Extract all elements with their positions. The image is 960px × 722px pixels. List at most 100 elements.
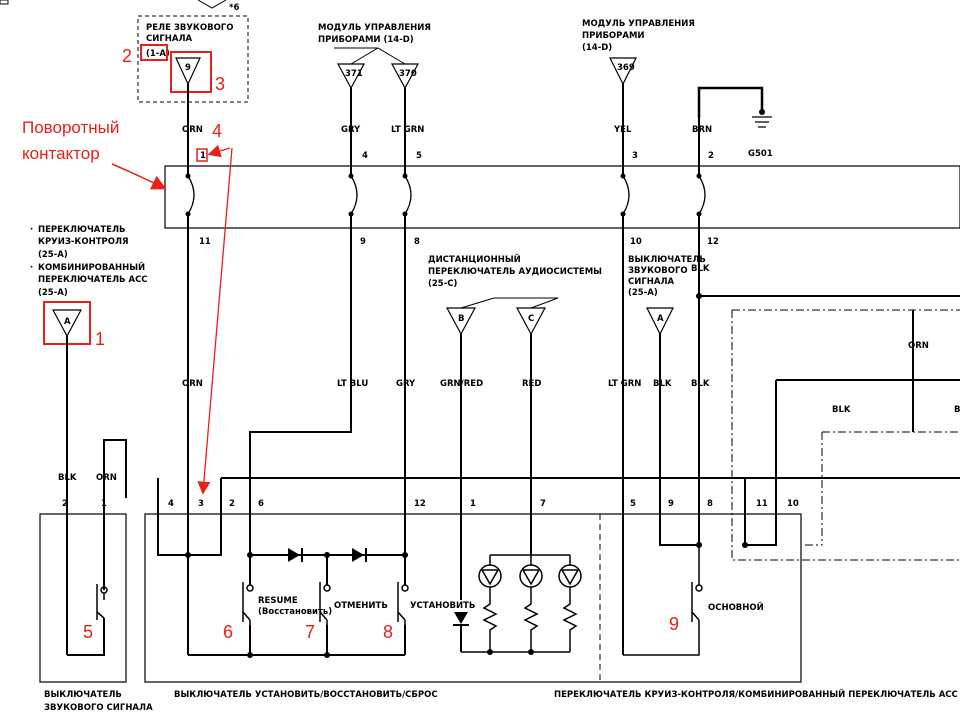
footer-horn-2: ЗВУКОВОГО СИГНАЛА: [44, 703, 153, 713]
clockspring-bottom-pin-9: 9: [360, 237, 366, 247]
annotation-5: 5: [83, 622, 93, 642]
diodes: [288, 548, 367, 562]
cruise-l5: ПЕРЕКЛЮЧАТЕЛЬ ACC: [38, 275, 148, 285]
wire-blk-left: BLK: [58, 473, 77, 483]
push-switches: [242, 545, 703, 656]
relay-pin-highlight: [170, 51, 212, 93]
horn-switch-box: [39, 513, 127, 683]
relay-ref: (1-A): [146, 49, 170, 59]
horn-relay: РЕЛЕ ЗВУКОВОГО СИГНАЛА (1-A) 9: [137, 15, 249, 103]
gauge1-title-2: ПРИБОРАМИ (14-D): [318, 35, 414, 45]
annotation-6: 6: [223, 622, 233, 642]
hornsw-l2: ЗВУКОВОГО: [628, 266, 688, 276]
clockspring-bottom-pin-11: 11: [199, 237, 211, 247]
clockspring: Поворотный контактор: [22, 118, 960, 229]
gauge2-pin-label: 369: [617, 63, 635, 73]
bpin-9: 9: [668, 499, 674, 509]
wire-ltblu-mid: LT BLU: [337, 379, 368, 389]
wire-ltgrn-mid: LT GRN: [608, 379, 641, 389]
bpin-2a: 2: [62, 499, 68, 509]
wire-orn-right: ORN: [908, 341, 929, 351]
bpin-12: 12: [414, 499, 426, 509]
relay-ref-highlight: [140, 44, 168, 61]
hornsw-pin: [646, 307, 674, 336]
wire-gry-top: GRY: [341, 125, 361, 135]
audio-pin-c-label: C: [528, 314, 534, 324]
bpin-7: 7: [540, 499, 546, 509]
gauge-module-1: МОДУЛЬ УПРАВЛЕНИЯ ПРИБОРАМИ (14-D) 371 3…: [318, 23, 431, 90]
bpin-1b: 1: [470, 499, 476, 509]
hornsw-blk: BLK: [691, 264, 710, 274]
wire-orn-mid: ORN: [182, 379, 203, 389]
wire-ltgrn-top: LT GRN: [391, 125, 424, 135]
bpin-4: 4: [168, 499, 174, 509]
cruise-l4: КОМБИНИРОВАННЫЙ: [38, 261, 145, 273]
pin1-highlight: [196, 148, 208, 162]
gauge-module-2: МОДУЛЬ УПРАВЛЕНИЯ ПРИБОРАМИ (14-D) 369: [582, 19, 695, 86]
clockspring-top-pin-3: 3: [632, 151, 638, 161]
wire-red-mid: RED: [522, 379, 541, 389]
clockspring-top-pin-4: 4: [362, 151, 368, 161]
wire-yel-top: YEL: [613, 125, 632, 135]
cruise-pin-label: A: [64, 317, 71, 327]
annotation-9: 9: [669, 614, 679, 634]
annotation-2: 2: [122, 46, 132, 66]
clockspring-top-pin-1: 1: [200, 151, 206, 161]
hornsw-l1: ВЫКЛЮЧАТЕЛЬ: [628, 255, 706, 265]
gauge2-title-1: МОДУЛЬ УПРАВЛЕНИЯ: [582, 19, 695, 29]
relay-title-2: СИГНАЛА: [146, 34, 193, 44]
audio-remote-switch: ДИСТАНЦИОННЫЙ ПЕРЕКЛЮЧАТЕЛЬ АУДИОСИСТЕМЫ…: [428, 253, 602, 336]
ground-g501: G501: [697, 86, 773, 159]
cruise-l3: (25-A): [38, 250, 68, 260]
switch-main: ОСНОВНОЙ: [708, 601, 764, 613]
relay-pin-triangle: [175, 57, 201, 86]
wire-blk2-mid: BLK: [691, 379, 710, 389]
wire-brn-top: BRN: [692, 125, 712, 135]
wire-gry-mid: GRY: [396, 379, 416, 389]
annotation-7: 7: [305, 622, 315, 642]
audio-l1: ДИСТАНЦИОННЫЙ: [428, 253, 521, 265]
annotation-4-arrow-a: [207, 144, 231, 158]
wire-blk-right: BLK: [832, 405, 851, 415]
gauge2-title-2: ПРИБОРАМИ: [582, 31, 645, 41]
gauge1-title-1: МОДУЛЬ УПРАВЛЕНИЯ: [318, 23, 431, 33]
footer-cruise: ПЕРЕКЛЮЧАТЕЛЬ КРУИЗ-КОНТРОЛЯ/КОМБИНИРОВА…: [554, 688, 958, 700]
gauge1-pin-a-label: 371: [345, 69, 363, 79]
clockspring-dots: [185, 173, 702, 217]
wire-b-right: B: [954, 405, 960, 415]
gauge1-pin-b-label: 370: [399, 69, 417, 79]
cruise-pin: [51, 309, 83, 338]
clockspring-bottom-pin-10: 10: [630, 237, 642, 247]
annotation-4-arrow-b: [197, 147, 233, 495]
svg-text:·: ·: [30, 263, 33, 273]
wire-blk1-mid: BLK: [653, 379, 672, 389]
bpin-2b: 2: [229, 499, 235, 509]
clockspring-humps: [187, 175, 706, 215]
bpin-10: 10: [787, 499, 799, 509]
wire-orn-left: ORN: [96, 473, 117, 483]
switch-cancel: ОТМЕНИТЬ: [334, 601, 388, 611]
clockspring-top-pin-5: 5: [416, 151, 422, 161]
annotation-8: 8: [383, 622, 393, 642]
bpin-1a: 1: [101, 499, 107, 509]
dash-dot-lines: [731, 309, 960, 561]
hornsw-l3: СИГНАЛА: [628, 277, 675, 287]
cruise-l1: ПЕРЕКЛЮЧАТЕЛЬ: [38, 225, 126, 235]
audio-pin-b-label: B: [458, 314, 464, 324]
bpin-5: 5: [630, 499, 636, 509]
cruise-l6: (25-A): [38, 288, 68, 298]
hornsw-l4: (25-A): [628, 288, 658, 298]
footer-setres: ВЫКЛЮЧАТЕЛЬ УСТАНОВИТЬ/ВОССТАНОВИТЬ/СБРО…: [174, 690, 438, 700]
relay-pin: 9: [185, 63, 191, 73]
footer-horn-1: ВЫКЛЮЧАТЕЛЬ: [44, 690, 122, 700]
clockspring-label-1: Поворотный: [22, 118, 119, 137]
annotation-4: 4: [212, 121, 222, 141]
audio-diode: [454, 612, 468, 624]
middle-wires: [66, 295, 960, 656]
switch-resume-ru: (Восстановить): [258, 607, 332, 617]
ground-label: G501: [748, 149, 773, 159]
top-wires: [187, 84, 700, 655]
cruise-switch-block: · ПЕРЕКЛЮЧАТЕЛЬ КРУИЗ-КОНТРОЛЯ (25-A) · …: [30, 225, 148, 345]
svg-text:·: ·: [30, 225, 33, 235]
